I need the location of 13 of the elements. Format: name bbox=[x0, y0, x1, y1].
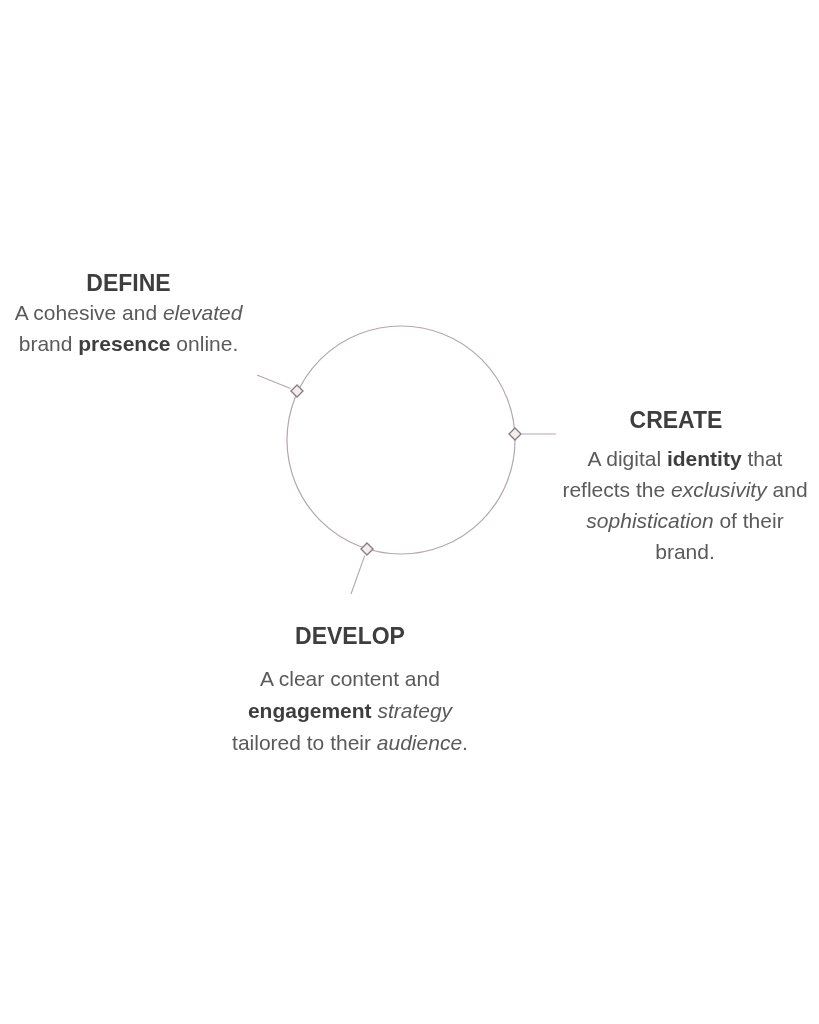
diamond-marker bbox=[508, 427, 522, 441]
diamond-marker bbox=[290, 384, 304, 398]
step-heading: DEFINE bbox=[86, 270, 171, 296]
step-heading: DEVELOP bbox=[295, 623, 405, 649]
leader-line bbox=[350, 555, 366, 595]
leader-line bbox=[521, 433, 557, 435]
leader-line bbox=[256, 374, 292, 389]
diamond-marker bbox=[360, 542, 374, 556]
description-text: A cohesive and elevated brand presence online. bbox=[13, 300, 244, 357]
description-text: A digital identity that reflects the exclusivity and sophistication of their brand. bbox=[561, 446, 809, 565]
description-text: A clear content and engagement strategy tailored to their audience. bbox=[231, 666, 469, 756]
cycle-circle bbox=[286, 325, 516, 555]
step-heading: CREATE bbox=[629, 407, 723, 433]
